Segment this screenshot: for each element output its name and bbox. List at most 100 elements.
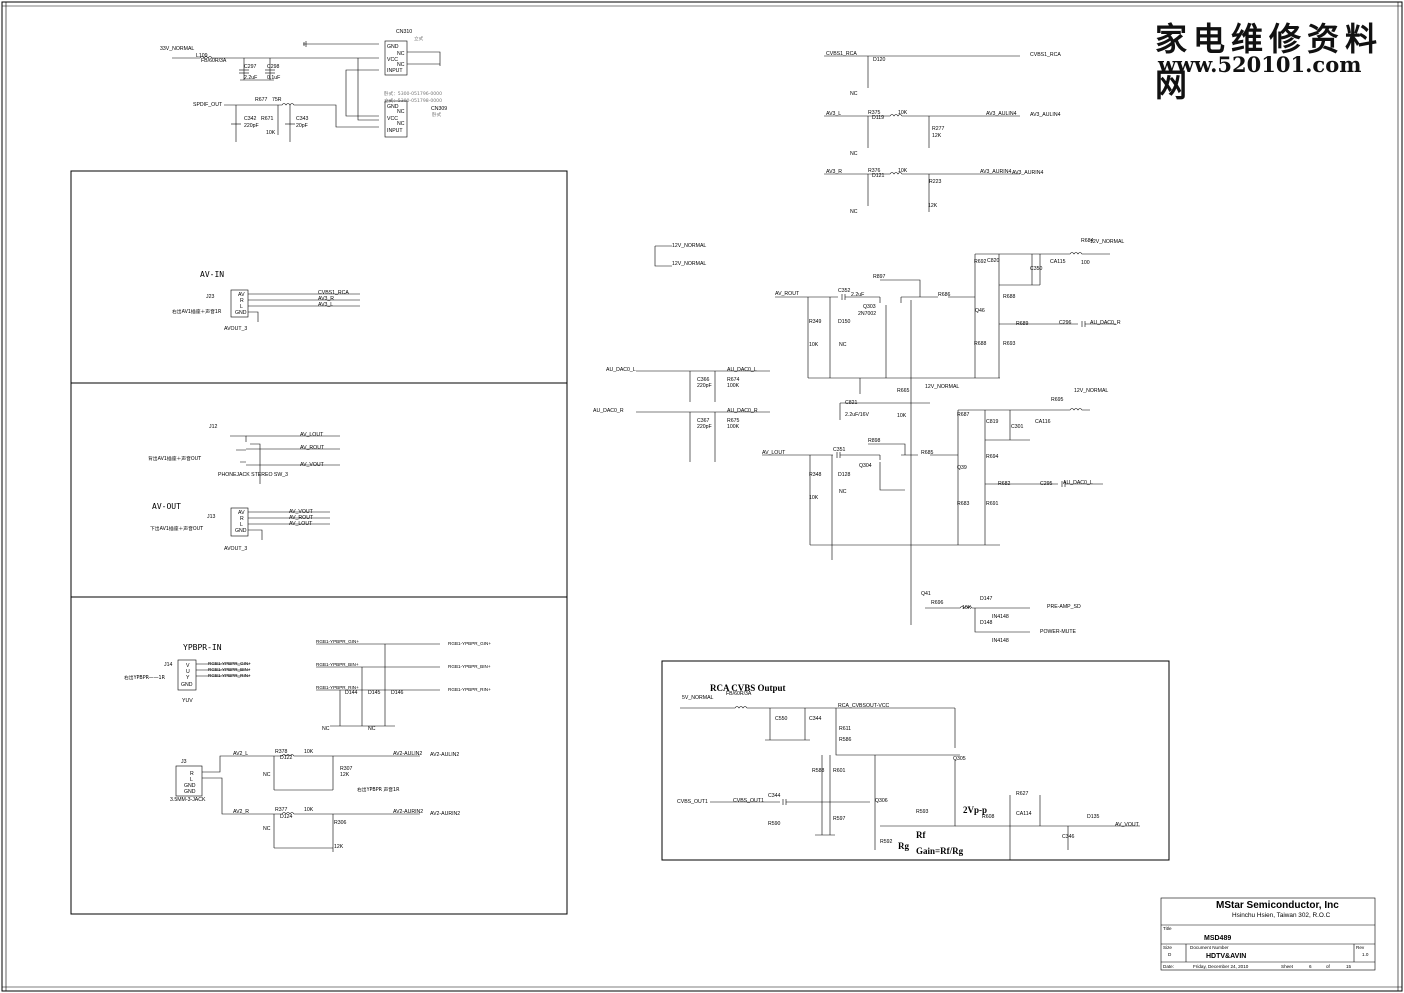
j13-pin-l: L — [240, 522, 243, 528]
label-r675: R675 — [727, 418, 740, 424]
label-r627: R627 — [1016, 791, 1029, 797]
cn309-pin-nc: NC — [397, 109, 405, 115]
sheet-label: Sheet — [1281, 964, 1294, 969]
label-avlout: AV_LOUT — [300, 432, 324, 438]
label-d122: D122 — [280, 755, 293, 761]
label-r307v: 12K — [340, 772, 350, 778]
date-label: Date: — [1163, 964, 1174, 969]
label-q46: Q46 — [975, 308, 985, 314]
label-avlout2: AV_LOUT — [762, 450, 786, 456]
label-r348: R348 — [809, 472, 822, 478]
label-r277v: 12K — [932, 133, 942, 139]
j12-note: 背出AV1插座＋声音OUT — [148, 455, 201, 462]
label-avout3-1: AVOUT_3 — [224, 326, 247, 332]
label-spdif: SPDIF_OUT — [193, 102, 223, 108]
label-c352v: 2.2uF — [851, 292, 864, 298]
label-c344: C344 — [809, 716, 822, 722]
label-cvbs1rca-l: CVBS1_RCA — [826, 51, 857, 57]
label-c819: C819 — [986, 419, 999, 425]
label-v12-b: 12V_NORMAL — [672, 261, 706, 267]
label-r665v: 10K — [897, 413, 907, 419]
j13-pin-av: AV — [238, 510, 245, 516]
label-r277: R277 — [932, 126, 945, 132]
label-r685: R685 — [921, 450, 934, 456]
label-q306: Q306 — [875, 798, 888, 804]
label-r611: R611 — [839, 726, 851, 732]
label-cvbs1: CVBS1_RCA — [318, 290, 349, 296]
label-av3ain4: AV3_AULIN4 — [986, 111, 1017, 117]
label-c366: C366 — [697, 377, 710, 383]
label-nc-d119: NC — [850, 151, 858, 157]
label-av2ain2: AV2-AULIN2 — [393, 751, 422, 757]
label-gain: Gain=Rf/Rg — [916, 846, 964, 856]
cn310-pin-nc2: NC — [397, 62, 405, 68]
label-rf: Rf — [916, 830, 926, 840]
label-av3r: AV3_R — [318, 296, 334, 302]
label-fb: FB/60R/3A — [201, 58, 227, 64]
label-r671: R671 — [261, 116, 274, 122]
label-v12-e: 12V_NORMAL — [1074, 388, 1108, 394]
label-r586: R586 — [839, 737, 852, 743]
label-av3ain4-r: AV3_AULIN4 — [1030, 112, 1061, 118]
label-v12-a: 12V_NORMAL — [672, 243, 706, 249]
label-c352: C352 — [838, 288, 851, 294]
label-c821v: 2.2uF/16V — [845, 412, 869, 418]
label-r377v: 10K — [304, 807, 314, 813]
label-av3r2: AV3_R — [826, 169, 842, 175]
title-value: MSD489 — [1204, 935, 1231, 942]
label-r377: R377 — [275, 807, 288, 813]
label-r665: R665 — [897, 388, 910, 394]
spdif-block: 33V_NORMAL L109 FB/60R/3A C297 C298 2.2u… — [160, 29, 447, 142]
label-r307: R307 — [340, 766, 353, 772]
j13-av-vout: AV_VOUT — [289, 509, 314, 515]
net-r-right: RGB1-YPBPR_RIN+ — [448, 687, 491, 692]
label-avrout: AV_ROUT — [300, 445, 325, 451]
label-r376v: 10K — [898, 168, 908, 174]
label-c550: C550 — [775, 716, 788, 722]
label-r674: R674 — [727, 377, 740, 383]
av-out-section — [70, 382, 568, 598]
label-r608: R608 — [982, 814, 995, 820]
ypbpr-note: 右出YPBPR一一1R — [124, 674, 166, 681]
label-yuv: YUV — [182, 698, 193, 704]
label-v12-d: 12V_NORMAL — [925, 384, 959, 390]
label-r593: R593 — [916, 809, 929, 815]
label-d128: D128 — [838, 472, 851, 478]
j23-pin-gnd: GND — [235, 310, 247, 316]
label-c821: C821 — [845, 400, 858, 406]
j3-pin-r: R — [190, 771, 194, 777]
j13-pin-gnd: GND — [235, 528, 247, 534]
label-r687: R687 — [957, 412, 970, 418]
j3-note: 右出YPBPR 声音1R — [357, 786, 400, 793]
label-c342: C342 — [244, 116, 257, 122]
label-avrout2: AV_ROUT — [775, 291, 800, 297]
label-av2ain2b-r: AV2-AURIN2 — [430, 811, 460, 817]
net-b-right: RGB1-YPBPR_BIN+ — [448, 664, 491, 669]
label-avvout: AV_VOUT — [300, 462, 325, 468]
label-r675v: 100K — [727, 424, 740, 430]
ypbpr-in-block: YPBPR-IN J14 右出YPBPR一一1R V U Y GND YUV R… — [124, 639, 491, 852]
label-in4148-b: IN4148 — [992, 638, 1009, 644]
label-cvbsout1-r: CVBS_OUT1 — [733, 798, 764, 804]
audio-amp-block: 12V_NORMAL 12V_NORMAL R684 12V_NORMAL 10… — [593, 238, 1124, 644]
label-av2l: AV2_L — [233, 751, 248, 757]
docnum-label: Document Number — [1190, 945, 1229, 950]
j3-pin-gnd: GND — [184, 783, 196, 789]
date-value: Friday, December 24, 2010 — [1193, 964, 1249, 969]
cn-note2: 立式：5300-051798-0000 — [384, 97, 442, 104]
watermark-url: www.520101.com — [1158, 52, 1362, 77]
label-d119: D119 — [872, 115, 884, 121]
net-g-right: RGB1-YPBPR_GIN+ — [448, 641, 491, 646]
label-av3l2: AV3_L — [826, 111, 841, 117]
j13-av-lout: AV_LOUT — [289, 521, 313, 527]
of-value: 15 — [1346, 964, 1352, 969]
label-audac0r-r: AU_DAC0_R — [727, 408, 758, 414]
label-ypbpr: YPBPR-IN — [183, 643, 222, 652]
label-v33: 33V_NORMAL — [160, 46, 194, 52]
label-r671v: 10K — [266, 130, 276, 136]
label-cvbs1rca-r: CVBS1_RCA — [1030, 52, 1061, 58]
label-q303v: 2N7002 — [858, 311, 876, 317]
label-avin: AV-IN — [200, 270, 224, 279]
av-out-block: J12 背出AV1插座＋声音OUT AV_LOUT AV_ROUT AV_VOU… — [148, 424, 340, 552]
label-av3l: AV3_L — [318, 302, 333, 308]
